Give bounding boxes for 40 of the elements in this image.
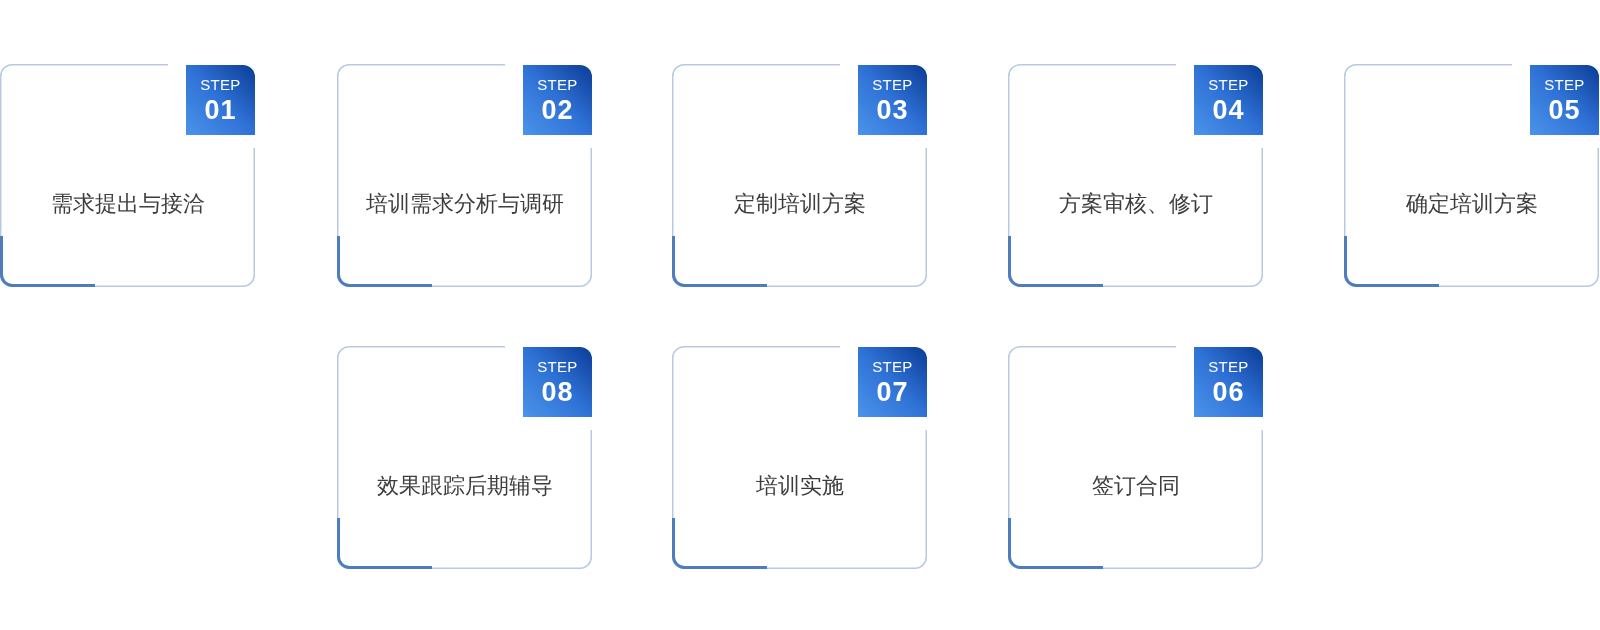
step-number: 02 xyxy=(541,96,574,124)
step-title: 签订合同 xyxy=(1091,472,1180,500)
step-number: 04 xyxy=(1212,96,1245,124)
step-card xyxy=(337,64,592,287)
step-badge xyxy=(1194,65,1263,135)
step-title: 需求提出与接洽 xyxy=(50,190,205,218)
step-title: 效果跟踪后期辅导 xyxy=(376,472,553,500)
step-number: 08 xyxy=(541,378,574,406)
step-label: STEP xyxy=(1544,76,1585,92)
step-label: STEP xyxy=(537,358,578,374)
step-badge xyxy=(1530,65,1599,135)
step-badge xyxy=(523,65,592,135)
step-label: STEP xyxy=(200,76,241,92)
step-card xyxy=(337,346,592,569)
step-card xyxy=(1008,64,1263,287)
step-label: STEP xyxy=(1208,76,1249,92)
step-number: 05 xyxy=(1548,96,1581,124)
step-card xyxy=(672,346,927,569)
step-number: 03 xyxy=(876,96,909,124)
step-title: 培训需求分析与调研 xyxy=(365,190,564,218)
step-title: 方案审核、修订 xyxy=(1058,190,1213,218)
step-card xyxy=(1008,346,1263,569)
step-card xyxy=(1344,64,1599,287)
step-badge xyxy=(523,347,592,417)
step-number: 07 xyxy=(876,378,909,406)
step-card xyxy=(0,64,255,287)
step-badge xyxy=(858,65,927,135)
step-label: STEP xyxy=(872,358,913,374)
step-label: STEP xyxy=(537,76,578,92)
step-badge xyxy=(186,65,255,135)
step-title: 确定培训方案 xyxy=(1405,190,1538,218)
step-number: 06 xyxy=(1212,378,1245,406)
step-label: STEP xyxy=(1208,358,1249,374)
step-badge xyxy=(1194,347,1263,417)
step-number: 01 xyxy=(204,96,237,124)
step-title: 定制培训方案 xyxy=(733,190,866,218)
step-title: 培训实施 xyxy=(755,472,844,500)
step-badge xyxy=(858,347,927,417)
step-card xyxy=(672,64,927,287)
step-label: STEP xyxy=(872,76,913,92)
